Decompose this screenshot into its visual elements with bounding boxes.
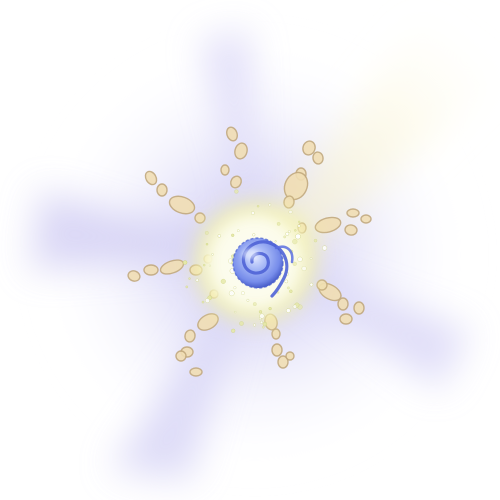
sparkle-particle: [258, 310, 263, 314]
sparkle-particle: [234, 311, 237, 314]
sparkle-particle: [185, 285, 189, 289]
sparkle-particle: [297, 224, 301, 228]
sparkle-particle: [204, 230, 209, 235]
sparkle-particle: [285, 308, 291, 313]
debris-chip: [226, 126, 238, 142]
sparkle-particle: [256, 204, 260, 208]
sparkle-particle: [284, 279, 289, 284]
sparkle-particle: [286, 286, 290, 290]
sparkle-particle: [297, 256, 303, 262]
sparkle-particle: [250, 211, 255, 215]
debris-chip: [285, 351, 295, 361]
debris-chip: [144, 170, 158, 186]
sparkle-particle: [274, 240, 277, 243]
sparkle-particle: [301, 266, 307, 272]
sparkle-particle: [309, 282, 314, 287]
sparkle-particle: [188, 277, 191, 280]
sparkle-particle: [295, 233, 301, 240]
sparkle-particle: [234, 189, 239, 194]
debris-chip: [230, 175, 242, 189]
debris-chip: [277, 355, 289, 369]
sparkle-particle: [252, 323, 256, 327]
light-beam: [250, 20, 500, 265]
debris-chip: [175, 350, 187, 362]
sparkle-particle: [228, 290, 235, 297]
sparkle-particle: [252, 302, 257, 306]
sparkle-particle: [236, 229, 240, 232]
debris-chip: [312, 151, 324, 165]
sparkle-particle: [309, 257, 313, 260]
sparkle-particle: [201, 300, 205, 304]
sparkle-particle: [204, 298, 210, 303]
sparkle-particle: [211, 253, 214, 256]
sparkle-particle: [252, 233, 256, 237]
sparkle-particle: [298, 220, 301, 223]
sparkle-particle: [288, 209, 293, 214]
sparkle-particle: [260, 320, 264, 324]
sparkle-particle: [322, 245, 328, 251]
sparkle-particle: [287, 230, 291, 233]
sparkle-particle: [313, 238, 318, 243]
debris-chip: [220, 164, 230, 176]
sparkle-particle: [231, 328, 236, 333]
sparkle-particle: [262, 321, 268, 327]
debris-chip: [302, 140, 316, 156]
sparkle-particle: [292, 304, 297, 309]
debris-chip: [234, 142, 248, 160]
sparkle-particle: [285, 231, 290, 236]
debris-chip: [360, 214, 372, 224]
spiral-orb: [232, 237, 294, 298]
sparkle-particle: [231, 233, 235, 237]
sparkle-particle: [233, 286, 237, 290]
sparkle-particle: [268, 307, 272, 311]
sparkle-particle: [292, 239, 298, 245]
debris-chip: [127, 270, 141, 282]
debris-chip: [156, 183, 168, 197]
sparkle-particle: [208, 264, 211, 267]
sparkle-particle: [240, 291, 245, 295]
debris-chip: [337, 297, 349, 311]
sparkle-particle: [259, 313, 265, 319]
sparkle-particle: [294, 229, 297, 232]
debris-chip: [271, 343, 283, 357]
sparkle-particle: [182, 260, 188, 265]
debris-chip: [344, 224, 358, 236]
sparkle-particle: [283, 235, 287, 239]
sparkle-particle: [205, 242, 209, 246]
sparkle-particle: [217, 234, 222, 238]
sparkle-particle: [292, 261, 297, 266]
debris-chip: [189, 367, 203, 377]
debris-chip: [346, 208, 360, 218]
sparkle-particle: [261, 325, 265, 329]
sparkle-particle: [289, 289, 293, 293]
debris-chip: [353, 301, 365, 315]
sparkle-particle: [195, 278, 199, 282]
debris-chip: [339, 313, 353, 325]
debris-chip: [184, 329, 196, 343]
sparkle-particle: [220, 278, 226, 284]
debris-chip: [143, 264, 159, 276]
sparkle-particle: [202, 263, 206, 267]
sparkle-particle: [268, 203, 272, 207]
sparkle-particle: [276, 222, 281, 226]
sparkle-particle: [239, 321, 244, 326]
debris-chip: [168, 195, 196, 215]
sparkle-particle: [246, 298, 250, 302]
